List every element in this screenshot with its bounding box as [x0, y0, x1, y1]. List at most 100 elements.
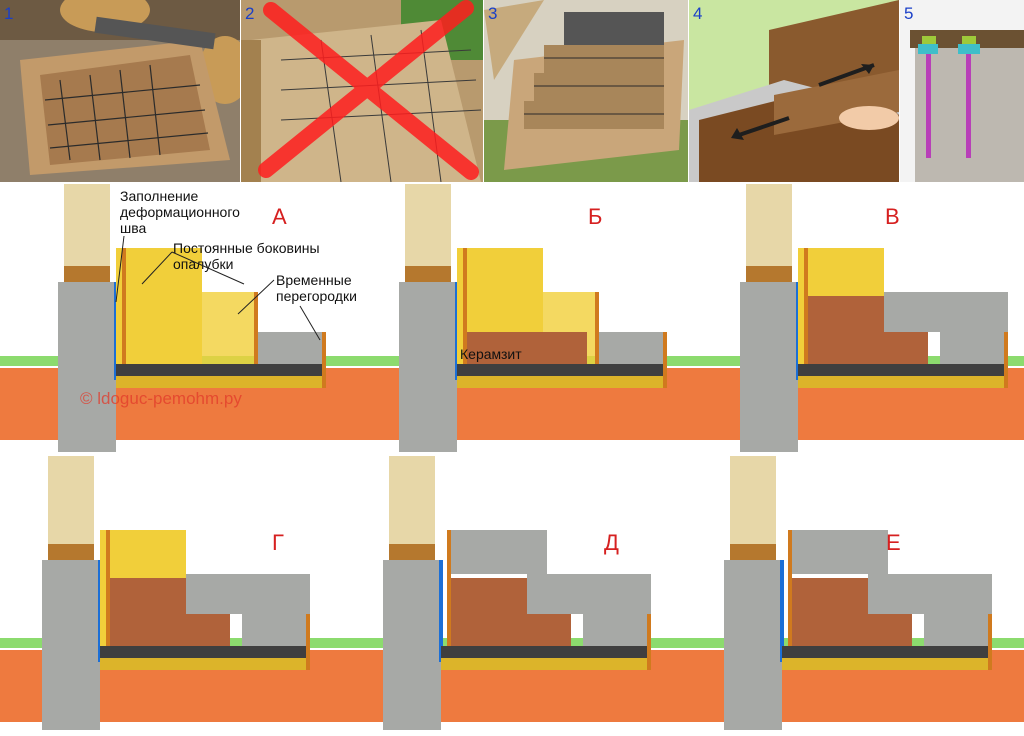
- photo-number: 4: [693, 4, 703, 23]
- concrete-step-mid: [186, 574, 310, 614]
- temporary-board: [322, 332, 326, 388]
- panel-letter-b: Б: [588, 204, 603, 229]
- expansion-joint: [780, 560, 784, 662]
- sand-layer: [782, 658, 992, 670]
- keramzit-fill: [110, 614, 230, 646]
- keramzit-fill: [808, 332, 928, 364]
- panel-d-diagram: [341, 456, 682, 730]
- concrete-step-low: [258, 332, 326, 364]
- photo-1: 1: [0, 0, 240, 182]
- foundation-wall: [383, 560, 441, 730]
- photo-number: 3: [488, 4, 498, 23]
- photo-1-drawing: [0, 0, 240, 182]
- concrete-step-mid: [884, 292, 1008, 332]
- sand-layer: [116, 376, 326, 388]
- concrete-step-low: [924, 614, 992, 646]
- temporary-board: [306, 614, 310, 670]
- photo-3-drawing: [484, 0, 688, 182]
- panel-letter-v: В: [885, 204, 900, 229]
- permanent-board: [106, 530, 110, 646]
- panel-a-diagram: [0, 184, 341, 452]
- concrete-step-low: [599, 332, 667, 364]
- panel-letter-a: А: [272, 204, 287, 229]
- permanent-board: [447, 530, 451, 646]
- photo-5: 5: [900, 0, 1024, 182]
- panel-v-diagram: [682, 184, 1024, 452]
- temporary-board: [254, 292, 258, 364]
- photo-4-drawing: [689, 0, 899, 182]
- photo-2: 2: [241, 0, 483, 182]
- gravel-layer: [457, 364, 667, 376]
- keramzit-fill-upper: [110, 578, 194, 614]
- permanent-board: [788, 530, 792, 646]
- log-base: [730, 544, 776, 560]
- temporary-board: [595, 292, 599, 364]
- keramzit-fill-upper: [451, 578, 535, 614]
- keramzit-fill-upper: [792, 578, 876, 614]
- log: [730, 456, 776, 544]
- panel-letter-g: Г: [272, 530, 284, 555]
- foundation-wall: [399, 282, 457, 452]
- log: [405, 184, 451, 266]
- panel-b-diagram: [341, 184, 682, 452]
- gravel-layer: [441, 646, 651, 658]
- permanent-board: [463, 248, 467, 364]
- foundation-wall: [42, 560, 100, 730]
- temporary-board: [647, 614, 651, 670]
- photo-number: 5: [904, 4, 914, 23]
- label-temporary-partitions: Временные перегородки: [276, 272, 357, 304]
- log-base: [48, 544, 94, 560]
- keramzit-fill: [451, 614, 571, 646]
- panel-letter-e: Е: [886, 530, 901, 555]
- photo-number: 1: [4, 4, 14, 23]
- permanent-board: [122, 248, 126, 364]
- gravel-layer: [798, 364, 1008, 376]
- concrete-step-mid: [868, 574, 992, 614]
- log: [389, 456, 435, 544]
- temporary-board: [663, 332, 667, 388]
- concrete-step-mid: [527, 574, 651, 614]
- concrete-step-low: [940, 332, 1008, 364]
- gravel-layer: [100, 646, 310, 658]
- foundation-wall: [58, 282, 116, 452]
- foundation-wall: [740, 282, 798, 452]
- expansion-joint: [439, 560, 443, 662]
- panel-e-diagram: [682, 456, 1024, 730]
- photo-5-drawing: [900, 0, 1024, 182]
- photo-2-drawing: [241, 0, 483, 182]
- keramzit-fill: [792, 614, 912, 646]
- log: [48, 456, 94, 544]
- log: [64, 184, 110, 266]
- photo-4: 4: [689, 0, 899, 182]
- log-base: [389, 544, 435, 560]
- temporary-board: [1004, 332, 1008, 388]
- panel-g-diagram: [0, 456, 341, 730]
- sand-layer: [457, 376, 667, 388]
- concrete-step-low: [583, 614, 651, 646]
- label-permanent-sides: Постоянные боковины опалубки: [173, 240, 320, 272]
- concrete-step-low: [242, 614, 310, 646]
- formwork-middle: [202, 292, 258, 364]
- sand-layer: [441, 658, 651, 670]
- concrete-step-top: [792, 530, 888, 574]
- label-joint-fill: Заполнение деформационного шва: [120, 188, 240, 236]
- log: [746, 184, 792, 266]
- log-base: [746, 266, 792, 282]
- permanent-board: [804, 248, 808, 364]
- log-base: [405, 266, 451, 282]
- sand-layer: [798, 376, 1008, 388]
- panel-letter-d: Д: [604, 530, 619, 555]
- keramzit-fill: [467, 332, 587, 364]
- keramzit-fill-upper: [808, 296, 892, 332]
- foundation-wall: [724, 560, 782, 730]
- temporary-board: [988, 614, 992, 670]
- photo-3: 3: [484, 0, 688, 182]
- sand-layer: [100, 658, 310, 670]
- gravel-layer: [782, 646, 992, 658]
- label-keramzit: Керамзит: [460, 346, 522, 362]
- gravel-layer: [116, 364, 326, 376]
- log-base: [64, 266, 110, 282]
- watermark: © ldoguc-pemohm.py: [80, 389, 242, 408]
- concrete-step-top: [451, 530, 547, 574]
